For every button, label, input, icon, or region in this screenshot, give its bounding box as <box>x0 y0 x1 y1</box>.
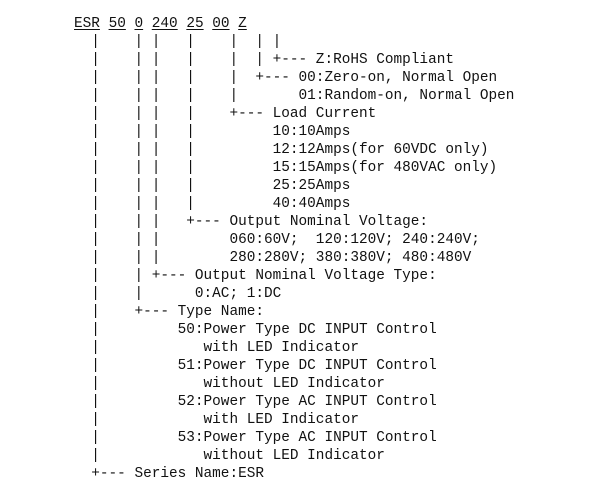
tree-line-rohs: | | | | | | +--- Z:RoHS Compliant <box>74 52 454 68</box>
code-rohs: Z <box>238 16 247 32</box>
code-series: ESR <box>74 16 100 32</box>
tree-line-type-50: | 50:Power Type DC INPUT Control <box>74 322 437 338</box>
tree-line-current-10: | | | | 10:10Amps <box>74 124 351 140</box>
tree-line-type-52-desc: | with LED Indicator <box>74 412 359 428</box>
code-voltage-type: 0 <box>134 16 144 32</box>
code-type-name: 50 <box>108 16 126 32</box>
tree-line-type-50-desc: | with LED Indicator <box>74 340 359 356</box>
tree-line-series-name: +--- Series Name:ESR <box>74 466 264 482</box>
tree-line-current-15: | | | | 15:15Amps(for 480VAC only) <box>74 160 498 176</box>
tree-line-output-voltage: | | | +--- Output Nominal Voltage: <box>74 214 429 230</box>
code-load-current: 25 <box>186 16 204 32</box>
tree-line-mode-01: | | | | | 01:Random-on, Normal Open <box>74 88 515 104</box>
tree-line-current-40: | | | | 40:40Amps <box>74 196 351 212</box>
tree-line: | | | | | | | <box>74 34 282 50</box>
tree-line-load-current: | | | | +--- Load Current <box>74 106 377 122</box>
tree-line-voltage-a: | | | 060:60V; 120:120V; 240:240V; <box>74 232 480 248</box>
tree-line-voltage-type-values: | | 0:AC; 1:DC <box>74 286 282 302</box>
code-switching-mode: 00 <box>212 16 230 32</box>
part-number-diagram: ESR 50 0 240 25 00 Z | | | | | | | | | |… <box>74 15 514 483</box>
tree-line-type-52: | 52:Power Type AC INPUT Control <box>74 394 437 410</box>
tree-line-current-25: | | | | 25:25Amps <box>74 178 351 194</box>
model-code-line: ESR 50 0 240 25 00 Z <box>74 15 514 33</box>
tree-line-voltage-b: | | | 280:280V; 380:380V; 480:480V <box>74 250 472 266</box>
tree-line-type-53: | 53:Power Type AC INPUT Control <box>74 430 437 446</box>
tree-line-current-12: | | | | 12:12Amps(for 60VDC only) <box>74 142 489 158</box>
tree-line-mode-00: | | | | | +--- 00:Zero-on, Normal Open <box>74 70 498 86</box>
tree-line-type-name: | +--- Type Name: <box>74 304 264 320</box>
tree-line-voltage-type: | | +--- Output Nominal Voltage Type: <box>74 268 437 284</box>
code-output-voltage: 240 <box>151 16 178 32</box>
tree-line-type-51-desc: | without LED Indicator <box>74 376 385 392</box>
tree-line-type-53-desc: | without LED Indicator <box>74 448 385 464</box>
tree-line-type-51: | 51:Power Type DC INPUT Control <box>74 358 437 374</box>
